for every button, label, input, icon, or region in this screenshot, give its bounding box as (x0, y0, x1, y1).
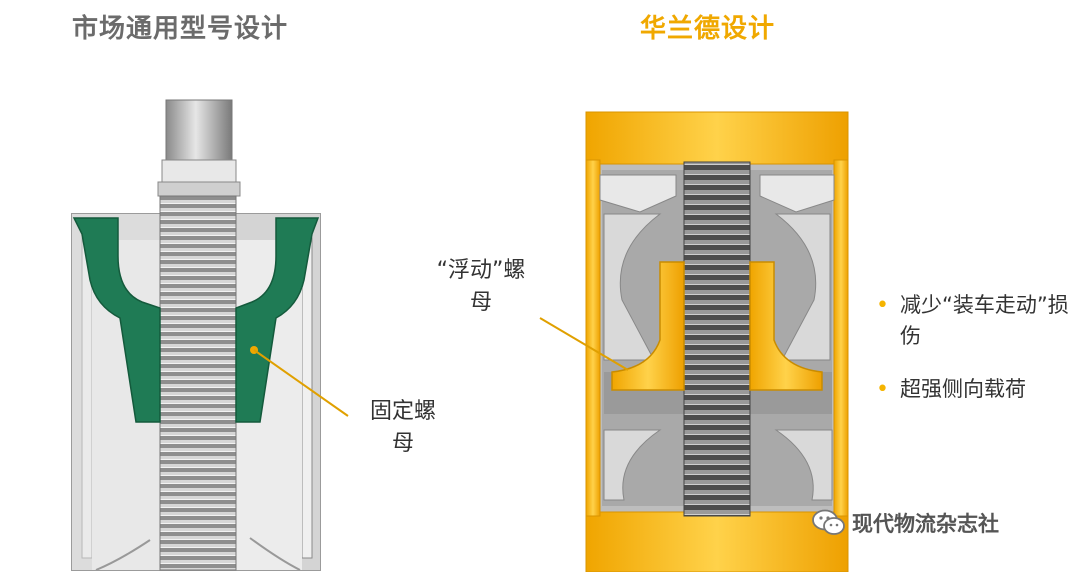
right-threaded-rod (683, 161, 751, 517)
fixed-nut-label: 固定螺母 (369, 399, 436, 456)
right-bottom-cap (585, 511, 849, 572)
wechat-icon (812, 509, 845, 535)
floating-nut-left (611, 261, 685, 391)
right-title: 华兰德设计 (640, 14, 776, 44)
feature-item: • 减少“装车走动”损伤 (876, 290, 1080, 352)
left-threaded-rod (159, 195, 237, 571)
left-title: 市场通用型号设计 (72, 14, 289, 44)
floating-nut-label: “浮动”螺母 (436, 258, 526, 315)
floating-nut-right (749, 261, 823, 391)
left-leader-line (253, 349, 349, 417)
bullet-dot-icon: • (876, 293, 889, 318)
watermark: 现代物流杂志社 (812, 508, 999, 538)
feature-text: 减少“装车走动”损伤 (900, 293, 1069, 348)
right-nut-green (235, 217, 320, 423)
right-leader-line (539, 317, 629, 371)
right-top-cap (585, 111, 849, 165)
left-nut-green (72, 217, 161, 423)
watermark-text: 现代物流杂志社 (852, 512, 999, 536)
bullet-dot-icon: • (876, 377, 889, 402)
right-diagram (539, 111, 849, 572)
feature-item: • 超强侧向载荷 (876, 374, 1080, 405)
feature-text: 超强侧向载荷 (900, 377, 1026, 401)
left-diagram (71, 99, 349, 571)
feature-list: • 减少“装车走动”损伤 • 超强侧向载荷 (876, 290, 1080, 427)
